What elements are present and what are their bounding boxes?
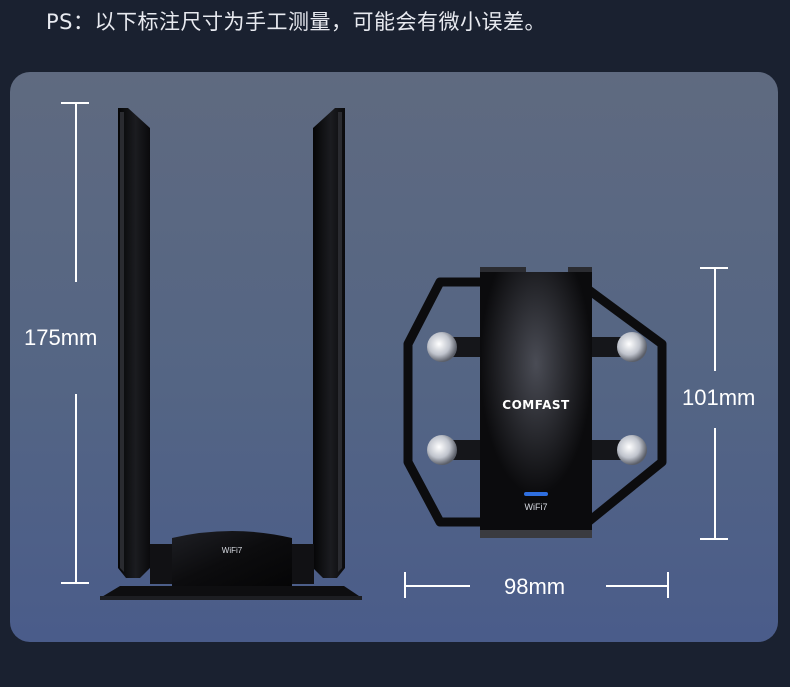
antenna-right xyxy=(313,108,345,578)
antenna-knob-icon xyxy=(427,332,457,362)
dim-101-label: 101mm xyxy=(682,385,756,410)
wifi-badge-left: WiFi7 xyxy=(222,546,243,555)
brand-logo: COMFAST xyxy=(502,398,570,412)
status-indicator xyxy=(524,492,548,496)
dim-98-right-tick xyxy=(667,572,669,598)
dim-101-line-upper xyxy=(714,267,716,371)
antenna-knob-icon xyxy=(427,435,457,465)
product-image-panel: WiFi7 COMFAST WiFi7 1 xyxy=(10,72,778,642)
adapter-base xyxy=(100,531,362,600)
wifi-badge-right: WiFi7 xyxy=(525,502,548,512)
antenna-knob-icon xyxy=(617,435,647,465)
dim-175-line-upper xyxy=(75,102,77,282)
antenna-knob-icon xyxy=(617,332,647,362)
antenna-left xyxy=(118,108,150,578)
dim-175-bottom-tick xyxy=(61,582,89,584)
adapter-top-view xyxy=(403,267,667,538)
measurement-note: PS：以下标注尺寸为手工测量，可能会有微小误差。 xyxy=(46,10,546,34)
dim-101-line-lower xyxy=(714,428,716,538)
dim-101-bottom-tick xyxy=(700,538,728,540)
device-illustrations: WiFi7 COMFAST WiFi7 xyxy=(100,108,667,600)
dim-98-label: 98mm xyxy=(504,574,566,599)
dim-175-label: 175mm xyxy=(24,325,98,350)
dim-175-line-lower xyxy=(75,394,77,582)
dim-98-line-right xyxy=(606,585,668,587)
dim-98-line-left xyxy=(404,585,470,587)
